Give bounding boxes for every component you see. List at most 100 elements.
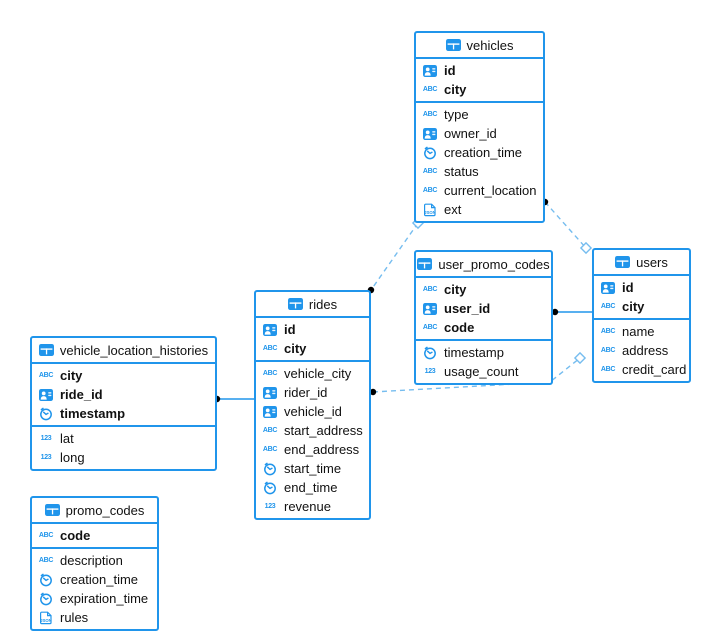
field-row: owner_id	[416, 124, 543, 143]
field-type-icon-wrap: ABC	[261, 427, 279, 434]
abc-icon: ABC	[422, 111, 438, 118]
abc-icon: ABC	[422, 86, 438, 93]
field-label: id	[622, 280, 634, 295]
table-header[interactable]: vehicles	[416, 33, 543, 59]
clock-icon	[40, 407, 52, 420]
field-type-icon-wrap: 123	[37, 454, 55, 461]
field-label: id	[284, 322, 296, 337]
field-type-icon-wrap	[261, 323, 279, 336]
field-row: id	[256, 320, 369, 339]
clock-icon	[424, 346, 436, 359]
table-icon-wrap	[44, 504, 60, 516]
field-type-icon-wrap: ABC	[599, 303, 617, 310]
field-row: user_id	[416, 299, 551, 318]
table-header[interactable]: user_promo_codes	[416, 252, 551, 278]
abc-icon: ABC	[422, 286, 438, 293]
field-type-icon-wrap: 123	[421, 368, 439, 375]
table-header[interactable]: users	[594, 250, 689, 276]
clock-icon	[424, 146, 436, 159]
field-label: city	[622, 299, 645, 314]
table-title: vehicle_location_histories	[59, 342, 209, 358]
field-type-icon-wrap	[261, 481, 279, 495]
svg-text:JSON: JSON	[424, 210, 435, 215]
abc-icon: ABC	[600, 366, 616, 373]
field-label: rider_id	[284, 385, 328, 400]
abc-icon: ABC	[38, 532, 54, 539]
field-label: lat	[60, 431, 74, 446]
clock-icon	[40, 592, 52, 605]
field-label: city	[284, 341, 307, 356]
field-row: start_time	[256, 459, 369, 478]
relationship-vehicles-users	[541, 198, 593, 255]
endpoint-diamond	[579, 241, 593, 255]
field-type-icon-wrap: ABC	[599, 347, 617, 354]
field-row: creation_time	[32, 570, 157, 589]
field-type-icon-wrap: ABC	[421, 111, 439, 118]
field-label: start_address	[284, 423, 363, 438]
primary-key-section: ABC code	[32, 524, 157, 549]
abc-icon: ABC	[38, 557, 54, 564]
field-row: ride_id	[32, 385, 215, 404]
abc-icon: ABC	[422, 187, 438, 194]
field-label: type	[444, 107, 469, 122]
field-row: JSON rules	[32, 608, 157, 627]
table-icon-wrap	[38, 344, 54, 356]
table-icon	[445, 39, 461, 51]
table-header[interactable]: promo_codes	[32, 498, 157, 524]
field-label: status	[444, 164, 479, 179]
field-type-icon-wrap	[421, 127, 439, 140]
id-badge-icon	[263, 405, 277, 418]
field-label: vehicle_city	[284, 366, 352, 381]
abc-icon: ABC	[600, 328, 616, 335]
field-label: id	[444, 63, 456, 78]
field-label: code	[444, 320, 475, 335]
field-label: owner_id	[444, 126, 497, 141]
field-type-icon-wrap: ABC	[421, 286, 439, 293]
field-label: description	[60, 553, 123, 568]
field-type-icon-wrap: ABC	[599, 366, 617, 373]
table-icon	[287, 298, 303, 310]
abc-icon: ABC	[422, 168, 438, 175]
table-header[interactable]: vehicle_location_histories	[32, 338, 215, 364]
field-label: address	[622, 343, 669, 358]
field-label: ext	[444, 202, 462, 217]
field-label: end_time	[284, 480, 338, 495]
field-label: start_time	[284, 461, 342, 476]
json-icon: JSON	[424, 203, 436, 216]
field-type-icon-wrap: JSON	[37, 611, 55, 625]
abc-icon: ABC	[262, 345, 278, 352]
field-row: creation_time	[416, 143, 543, 162]
field-row: timestamp	[416, 343, 551, 362]
field-type-icon-wrap: ABC	[261, 345, 279, 352]
table-title: vehicles	[466, 37, 514, 53]
field-label: rules	[60, 610, 89, 625]
field-label: code	[60, 528, 91, 543]
field-type-icon-wrap: ABC	[421, 187, 439, 194]
field-row: id	[416, 61, 543, 80]
table-icon	[615, 256, 631, 268]
abc-icon: ABC	[262, 427, 278, 434]
field-label: current_location	[444, 183, 537, 198]
field-row: ABC code	[32, 526, 157, 545]
field-type-icon-wrap	[421, 302, 439, 315]
table-title: promo_codes	[65, 502, 145, 518]
table-title: rides	[308, 296, 338, 312]
table-icon-wrap	[287, 298, 303, 310]
field-label: timestamp	[60, 406, 126, 421]
table-header[interactable]: rides	[256, 292, 369, 318]
